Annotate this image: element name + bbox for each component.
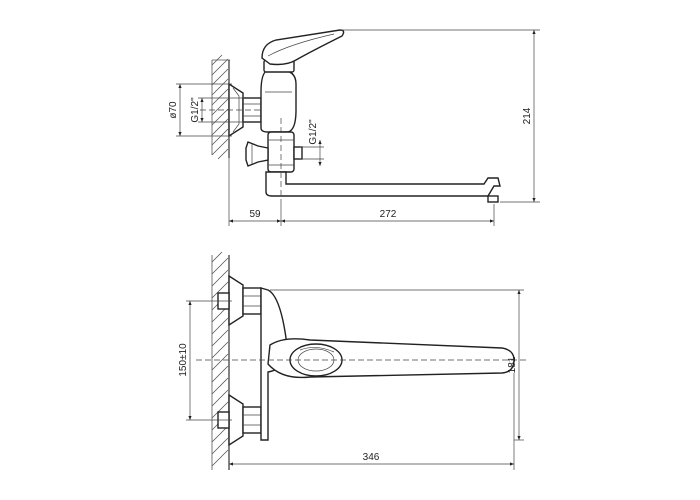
dim-height: 214 <box>522 107 533 124</box>
dim-diameter: ø70 <box>168 101 179 119</box>
dim-spout-length: 272 <box>380 209 397 220</box>
dim-wall-offset: 59 <box>249 209 261 220</box>
hex-nut-upper <box>242 287 262 315</box>
spout-side <box>265 171 501 197</box>
wall-hatch-bottom <box>211 251 229 470</box>
wall-hatch-top <box>211 54 230 160</box>
diverter-knob-left <box>245 141 269 167</box>
dim-spout-width: 181 <box>507 356 518 373</box>
escutcheon-upper <box>228 274 244 327</box>
dim-thread-right: G1/2" <box>308 119 319 145</box>
dim-total-length: 346 <box>363 452 380 463</box>
handle-lever-side <box>261 29 345 66</box>
top-view: 150±10 181 346 <box>178 251 528 470</box>
aerator-side <box>487 195 499 203</box>
hex-nut-lower <box>242 406 262 434</box>
dim-thread-left: G1/2" <box>190 97 201 123</box>
side-view: ø70 G1/2" G1/2" 214 59 272 <box>168 29 540 226</box>
diverter-knob-right <box>293 146 303 160</box>
mixer-body-side <box>260 69 297 133</box>
dim-spacing: 150±10 <box>178 343 189 377</box>
